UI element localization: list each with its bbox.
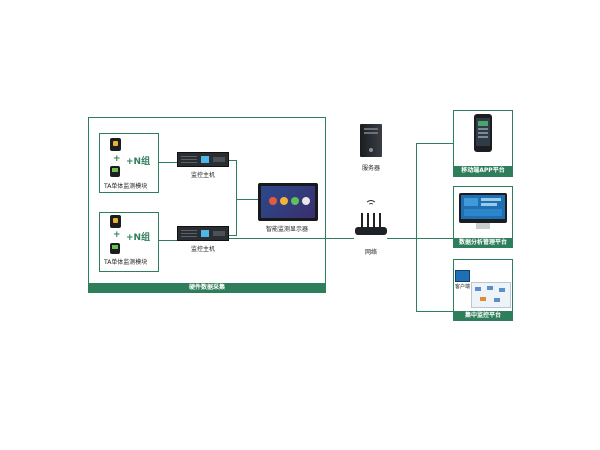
battery-module-icon: [110, 215, 121, 228]
connector-line: [229, 235, 236, 236]
connector-line: [416, 311, 454, 312]
connector-line: [236, 199, 258, 200]
analysis-platform-label: 数据分析管理平台: [453, 238, 513, 248]
connector-line: [387, 238, 417, 239]
server-icon: [360, 124, 382, 157]
connector-line: [416, 238, 454, 239]
network-label: 网络: [365, 249, 378, 256]
smart-display-icon: [258, 183, 318, 221]
connector-line: [229, 160, 236, 161]
connector-line: [229, 238, 354, 239]
monitor-stand-icon: [476, 223, 490, 229]
wifi-icon: [365, 200, 377, 210]
monitoring-host-label: 监控主机: [191, 246, 216, 253]
monitor-icon: [459, 193, 507, 223]
router-icon: [355, 213, 387, 235]
connector-line: [416, 143, 454, 144]
hardware-collection-footer: 硬件数据采集: [88, 283, 326, 293]
connector-line: [370, 157, 371, 163]
module-label: TA单体监测模块: [104, 259, 148, 266]
connector-line: [236, 160, 237, 236]
module-group-box-2: [99, 212, 159, 272]
module-label: TA单体监测模块: [104, 183, 148, 190]
plus-sign: +: [113, 154, 121, 164]
battery-module-icon: [110, 166, 120, 177]
mobile-phone-icon: [474, 114, 492, 152]
server-label: 服务器: [362, 165, 381, 172]
module-group-box-1: [99, 133, 159, 193]
network-map-icon: [471, 282, 511, 308]
client-window-icon: [455, 270, 470, 282]
mobile-platform-label: 移动端APP平台: [453, 166, 513, 177]
battery-module-icon: [110, 243, 120, 254]
central-platform-label: 集中监控平台: [453, 311, 513, 321]
connector-line: [159, 240, 178, 241]
group-count-label: +N组: [126, 233, 151, 243]
group-count-label: +N组: [126, 157, 151, 167]
connector-line: [159, 162, 178, 163]
smart-display-label: 智能监测显示器: [266, 226, 309, 233]
battery-module-icon: [110, 138, 121, 151]
client-label: 客户端: [455, 284, 471, 290]
monitoring-host-icon: [177, 226, 229, 241]
plus-sign: +: [113, 230, 121, 240]
monitoring-host-label: 监控主机: [191, 172, 216, 179]
connector-line: [416, 143, 417, 312]
monitoring-host-icon: [177, 152, 229, 167]
